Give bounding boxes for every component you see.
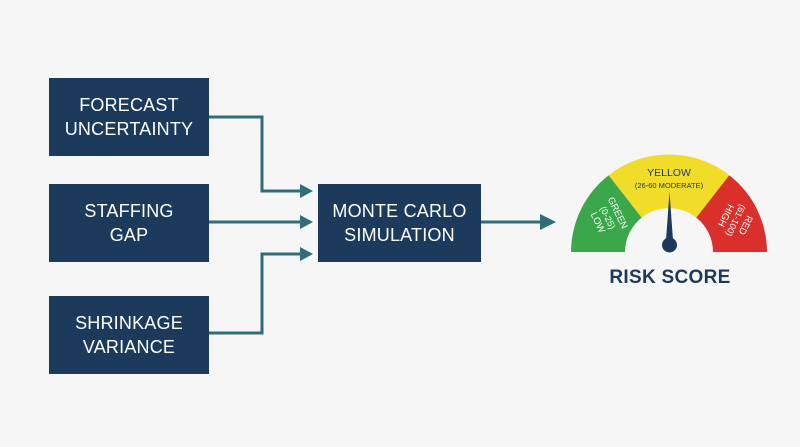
arrowhead-shrinkage (300, 247, 313, 261)
shrinkage-variance-box: SHRINKAGE VARIANCE (49, 296, 209, 374)
forecast-line1: FORECAST (79, 95, 179, 115)
arrow-forecast-to-simulation (209, 115, 304, 193)
monte-carlo-simulation-box: MONTE CARLO SIMULATION (318, 184, 481, 262)
gauge-green-segment (571, 175, 642, 252)
shrinkage-line1: SHRINKAGE (75, 313, 183, 333)
arrowhead-forecast (300, 184, 313, 198)
gauge-needle (666, 192, 673, 240)
simulation-line2: SIMULATION (344, 225, 455, 245)
gauge-yellow-detail: (26-60 MODERATE) (635, 181, 704, 190)
arrowhead-gauge (540, 214, 556, 230)
forecast-uncertainty-box: FORECAST UNCERTAINTY (49, 78, 209, 156)
gauge-needle-hub (662, 237, 677, 253)
arrowhead-staffing (300, 215, 313, 229)
arrow-shrinkage-to-simulation (209, 252, 304, 335)
staffing-line2: GAP (109, 225, 149, 245)
gauge-yellow-label: YELLOW (647, 167, 691, 179)
staffing-line1: STAFFING (84, 201, 174, 221)
simulation-line1: MONTE CARLO (332, 201, 467, 221)
risk-score-title: RISK SCORE (609, 267, 731, 288)
gauge-yellow-segment (608, 154, 730, 218)
staffing-gap-box: STAFFING GAP (49, 184, 209, 262)
gauge-red-segment (696, 175, 767, 252)
shrinkage-line2: VARIANCE (82, 337, 176, 357)
risk-gauge: YELLOW (26-60 MODERATE) GREEN (0-25) LOW… (571, 154, 767, 253)
forecast-line2: UNCERTAINTY (64, 119, 194, 139)
